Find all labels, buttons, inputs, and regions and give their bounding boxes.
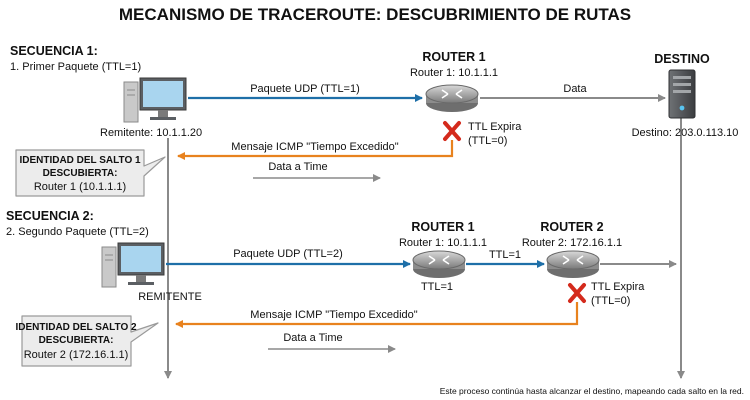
router-icon [546, 250, 600, 278]
seq2-ttl1-below-label: TTL=1 [421, 281, 453, 293]
ttl-expired-x-icon [443, 121, 461, 141]
seq2-data-time-label: Data a Time [283, 332, 342, 344]
seq2-subheading: 2. Segundo Paquete (TTL=2) [6, 226, 149, 238]
seq2-callout-line1: IDENTIDAD DEL SALTO 2 [15, 322, 137, 333]
seq2-ttl-zero-label: (TTL=0) [591, 295, 630, 307]
seq2-udp-label: Paquete UDP (TTL=2) [233, 248, 343, 260]
computer-icon [123, 77, 187, 123]
seq1-ttl-zero-label: (TTL=0) [468, 135, 507, 147]
seq1-callout-line2: DESCUBIERTA: [43, 168, 118, 179]
seq2-callout-line3: Router 2 (172.16.1.1) [24, 349, 129, 361]
seq1-callout-line3: Router 1 (10.1.1.1) [34, 181, 126, 193]
seq1-hop-callout: IDENTIDAD DEL SALTO 1 DESCUBIERTA: Route… [15, 149, 166, 197]
seq1-data-label: Data [563, 83, 587, 95]
destination-address: Destino: 203.0.113.10 [632, 127, 739, 139]
seq1-data-time-label: Data a Time [268, 161, 327, 173]
seq1-callout-line1: IDENTIDAD DEL SALTO 1 [19, 155, 141, 166]
seq2-router1-address: Router 1: 10.1.1.1 [399, 237, 487, 249]
server-icon [668, 69, 696, 119]
router-icon [412, 250, 466, 278]
seq2-ttl1-link-label: TTL=1 [489, 249, 521, 261]
seq1-udp-label: Paquete UDP (TTL=1) [250, 83, 360, 95]
seq1-icmp-label: Mensaje ICMP "Tiempo Excedido" [231, 141, 398, 153]
seq2-heading: SECUENCIA 2: [6, 209, 94, 223]
seq1-sender-label: Remitente: 10.1.1.20 [100, 127, 202, 139]
seq1-icmp-arrow [177, 140, 454, 160]
router-icon [425, 84, 479, 112]
seq2-icmp-arrow [175, 302, 579, 328]
seq2-sender-label: REMITENTE [138, 291, 202, 303]
seq2-icmp-label: Mensaje ICMP "Tiempo Excedido" [250, 309, 417, 321]
computer-icon [101, 242, 165, 288]
destination-title: DESTINO [654, 52, 710, 66]
ttl-expired-x-icon [568, 283, 586, 303]
seq1-subheading: 1. Primer Paquete (TTL=1) [10, 61, 141, 73]
seq2-callout-line2: DESCUBIERTA: [39, 335, 114, 346]
seq2-ttl-expire-label: TTL Expira [591, 281, 645, 293]
page-title: MECANISMO DE TRACEROUTE: DESCUBRIMIENTO … [119, 5, 631, 24]
footer-note: Este proceso continúa hasta alcanzar el … [440, 386, 744, 396]
seq2-router2-address: Router 2: 172.16.1.1 [522, 237, 622, 249]
seq1-router-title: ROUTER 1 [422, 50, 485, 64]
seq1-ttl-expire-label: TTL Expira [468, 121, 522, 133]
seq2-router1-title: ROUTER 1 [411, 220, 474, 234]
seq1-router-address: Router 1: 10.1.1.1 [410, 67, 498, 79]
seq2-router2-title: ROUTER 2 [540, 220, 603, 234]
seq2-hop-callout: IDENTIDAD DEL SALTO 2 DESCUBIERTA: Route… [15, 315, 159, 367]
seq1-heading: SECUENCIA 1: [10, 44, 98, 58]
